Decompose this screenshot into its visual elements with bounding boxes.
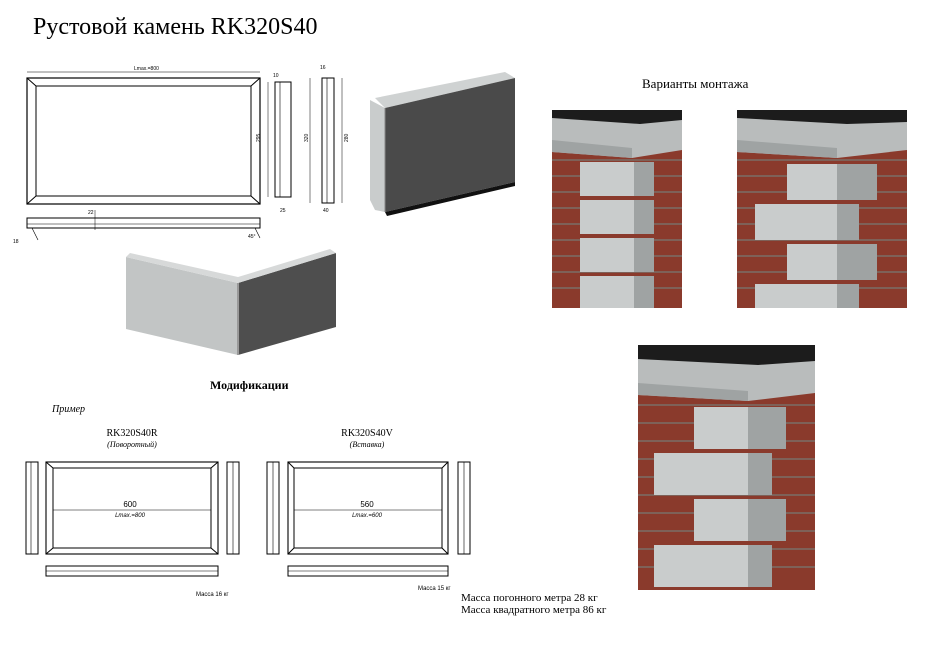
dim-angle: 45° (248, 234, 256, 240)
variant-r-length: Lmax.=800 (115, 513, 145, 519)
dim-width-b: 320 (304, 133, 310, 142)
stone-render-corner (126, 249, 336, 355)
dim-edge: 18 (13, 239, 19, 245)
variant-r-mass: Масса 16 кг (196, 592, 229, 598)
stone-render-flat (370, 72, 515, 216)
variant-r-drawing (25, 461, 240, 577)
mass-linear: Масса погонного метра 28 кг (461, 592, 598, 604)
variant-r-dimension: 600 (123, 500, 137, 509)
mounting-photo-straight (552, 110, 682, 308)
mounting-heading: Варианты монтажа (642, 76, 749, 91)
dim-length: Lmax.=800 (134, 66, 159, 72)
mounting-photo-alternating (737, 110, 907, 308)
technical-drawing: Lmax.=800 295 10 25 320 280 16 40 22 18 … (13, 65, 350, 245)
mass-square: Масса квадратного метра 86 кг (461, 604, 607, 616)
dim-bevel: 10 (273, 73, 279, 79)
variant-v-dimension: 560 (360, 500, 374, 509)
example-label: Пример (52, 404, 86, 415)
variant-r-subtitle: (Поворотный) (107, 440, 157, 449)
dim-width-c: 280 (344, 133, 350, 142)
modifications-heading: Модификации (210, 378, 289, 392)
page-title: Рустовой камень RK320S40 (33, 14, 318, 40)
dim-depth: 40 (323, 208, 329, 214)
dim-width-a: 295 (256, 133, 262, 142)
dim-thick-a: 25 (280, 208, 286, 214)
variant-r-code: RK320S40R (106, 428, 158, 439)
dim-chamfer: 22 (88, 210, 94, 216)
variant-v-code: RK320S40V (341, 428, 393, 439)
variant-v-subtitle: (Вставка) (349, 440, 385, 449)
dim-thick-c: 16 (320, 65, 326, 71)
mounting-photo-large (638, 345, 815, 590)
variant-v-mass: Масса 15 кг (418, 586, 451, 592)
variant-v-drawing (266, 461, 471, 577)
variant-v-length: Lmax.=600 (352, 513, 382, 519)
